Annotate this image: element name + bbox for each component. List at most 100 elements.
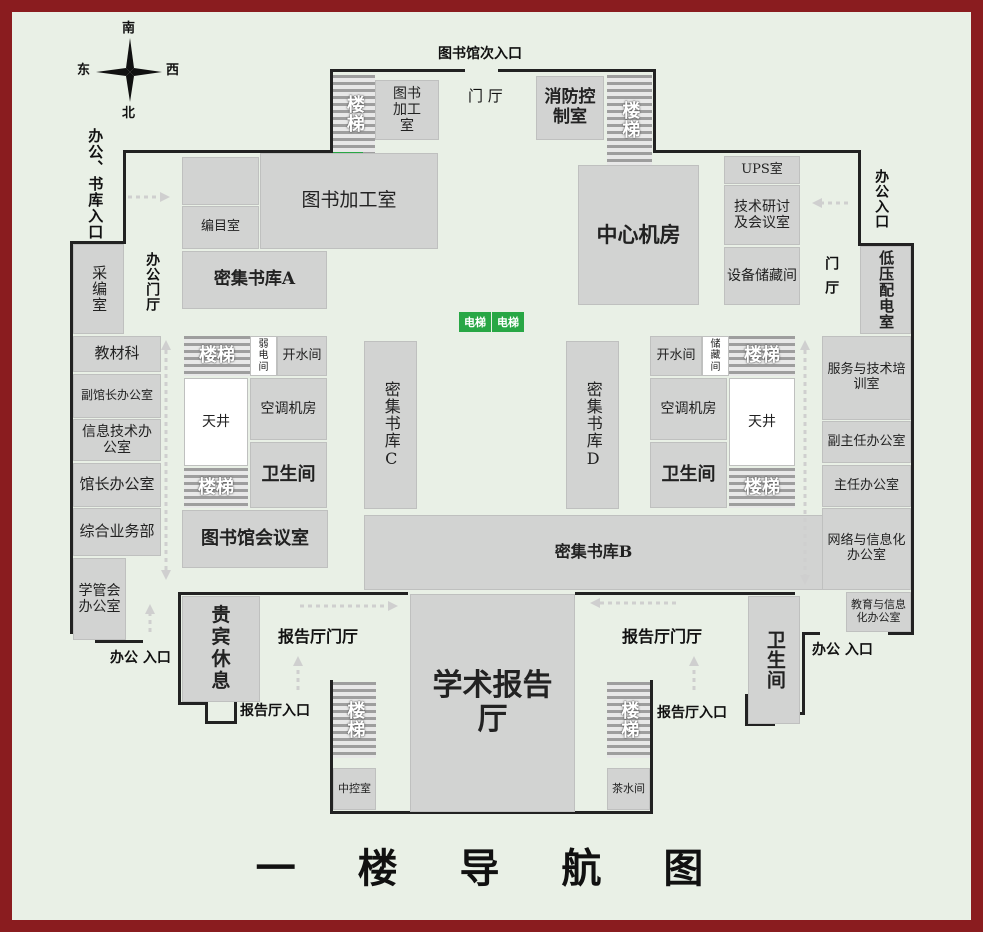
ups-room: UPS室 xyxy=(724,156,800,184)
network-office: 网络与信息化办公室 xyxy=(822,508,911,590)
stairs-top-left: 楼梯 xyxy=(333,75,375,153)
wall xyxy=(858,243,914,246)
wall xyxy=(802,632,820,635)
weak-current-room: 弱电间 xyxy=(250,336,277,376)
dense-stack-c: 密集书库C xyxy=(364,341,417,509)
office-hall-right-label: 门厅 xyxy=(823,256,840,304)
office-storage-entrance-label: 办公、书库入口 xyxy=(86,128,105,240)
direction-arrows xyxy=(128,195,848,690)
wall xyxy=(650,680,653,814)
tech-meeting-room: 技术研讨及会议室 xyxy=(724,185,800,245)
wall xyxy=(498,69,655,72)
stairs-left-core-bottom: 楼梯 xyxy=(184,468,248,508)
wall xyxy=(123,150,126,242)
elevator-center-2: 电梯 xyxy=(492,312,524,332)
equipment-storage-room: 设备储藏间 xyxy=(724,247,800,305)
stairs-bottom-right: 楼梯 xyxy=(607,682,650,758)
cataloging-room: 编目室 xyxy=(182,206,259,249)
fire-control-room: 消防控制室 xyxy=(536,76,604,140)
wall xyxy=(888,632,914,635)
page-title: 一 楼 导 航 图 xyxy=(255,845,728,892)
book-processing-room: 图书加工室 xyxy=(260,153,438,249)
wall xyxy=(95,640,143,643)
director-office: 馆长办公室 xyxy=(73,463,161,507)
office-entrance-bottom-right-label: 办公 入口 xyxy=(812,642,873,658)
dense-stack-b: 密集书库B xyxy=(364,515,823,590)
tea-room: 茶水间 xyxy=(607,768,650,810)
report-hall-right-label: 报告厅门厅 xyxy=(622,627,703,646)
wall xyxy=(745,694,748,726)
hall-entrance-right-label: 报告厅入口 xyxy=(657,705,727,721)
wall xyxy=(858,150,861,245)
wall xyxy=(234,694,237,724)
arrow-heads xyxy=(145,192,822,666)
compass-north: 北 xyxy=(122,106,136,121)
library-secondary-entrance-label: 图书馆次入口 xyxy=(438,46,522,62)
wall xyxy=(802,632,805,715)
wall xyxy=(330,69,333,151)
service-training-room: 服务与技术培训室 xyxy=(822,336,911,420)
restroom-left: 卫生间 xyxy=(250,442,327,508)
dense-stack-a: 密集书库A xyxy=(182,251,327,309)
center-machine-room: 中心机房 xyxy=(578,165,699,305)
vip-lounge: 贵宾休息 xyxy=(182,596,260,702)
stairs-right-core-bottom: 楼梯 xyxy=(729,468,795,508)
compass-east: 东 xyxy=(77,63,91,78)
compass-south: 南 xyxy=(122,21,136,36)
education-office: 教育与信息化办公室 xyxy=(846,592,911,632)
book-processing-small-room: 图书加工室 xyxy=(375,80,439,140)
wall xyxy=(178,702,208,705)
academic-council-office: 学管会办公室 xyxy=(73,558,126,640)
atrium-left: 天井 xyxy=(184,378,248,466)
wall xyxy=(575,592,795,595)
wall xyxy=(70,241,126,244)
wall xyxy=(330,680,333,814)
wall xyxy=(330,811,653,814)
compass-west: 西 xyxy=(166,63,180,78)
deputy-director-office: 副馆长办公室 xyxy=(73,374,161,418)
deputy-office: 副主任办公室 xyxy=(822,421,911,463)
wall xyxy=(178,592,181,705)
wall xyxy=(205,721,237,724)
stairs-right-core-top: 楼梯 xyxy=(729,336,795,376)
stairs-left-core-top: 楼梯 xyxy=(184,336,250,376)
general-affairs-room: 综合业务部 xyxy=(73,508,161,556)
ac-room-right: 空调机房 xyxy=(650,378,727,440)
restroom-right: 卫生间 xyxy=(650,442,727,508)
hall-entrance-left-label: 报告厅入口 xyxy=(240,703,310,719)
office-entrance-bottom-left-label: 办公 入口 xyxy=(110,650,171,666)
library-meeting-room: 图书馆会议室 xyxy=(182,510,328,568)
restroom-bottom: 卫生间 xyxy=(748,596,800,724)
elevator-center-1: 电梯 xyxy=(459,312,491,332)
wall xyxy=(70,241,73,634)
wall xyxy=(911,243,914,634)
wall xyxy=(330,69,465,72)
office-hall-left-label: 办公门厅 xyxy=(144,252,161,312)
processing-annex xyxy=(182,157,259,205)
wall xyxy=(653,150,861,153)
wall xyxy=(178,592,408,595)
textbook-room: 教材科 xyxy=(73,336,161,372)
wall xyxy=(653,69,656,153)
central-control-room: 中控室 xyxy=(333,768,376,810)
low-voltage-room: 低压配电室 xyxy=(860,246,911,334)
info-tech-office: 信息技术办公室 xyxy=(73,419,161,461)
wall xyxy=(123,150,333,153)
dense-stack-d: 密集书库D xyxy=(566,341,619,509)
stairs-bottom-left: 楼梯 xyxy=(333,682,376,758)
wall xyxy=(205,702,208,724)
academic-hall: 学术报告厅 xyxy=(410,594,575,812)
stairs-top-right: 楼梯 xyxy=(607,75,652,165)
report-hall-left-label: 报告厅门厅 xyxy=(278,627,359,646)
ac-room-left: 空调机房 xyxy=(250,378,327,440)
atrium-right: 天井 xyxy=(729,378,795,466)
wall xyxy=(745,723,775,726)
boiler-room-right: 开水间 xyxy=(650,336,702,376)
office-entrance-right-label: 办公入口 xyxy=(873,169,890,229)
director-office-right: 主任办公室 xyxy=(822,465,911,507)
acquisition-room: 采编室 xyxy=(73,244,124,334)
storage-small-room: 储藏间 xyxy=(702,336,729,376)
boiler-room-left: 开水间 xyxy=(277,336,327,376)
top-hall-label: 门 厅 xyxy=(468,87,503,105)
